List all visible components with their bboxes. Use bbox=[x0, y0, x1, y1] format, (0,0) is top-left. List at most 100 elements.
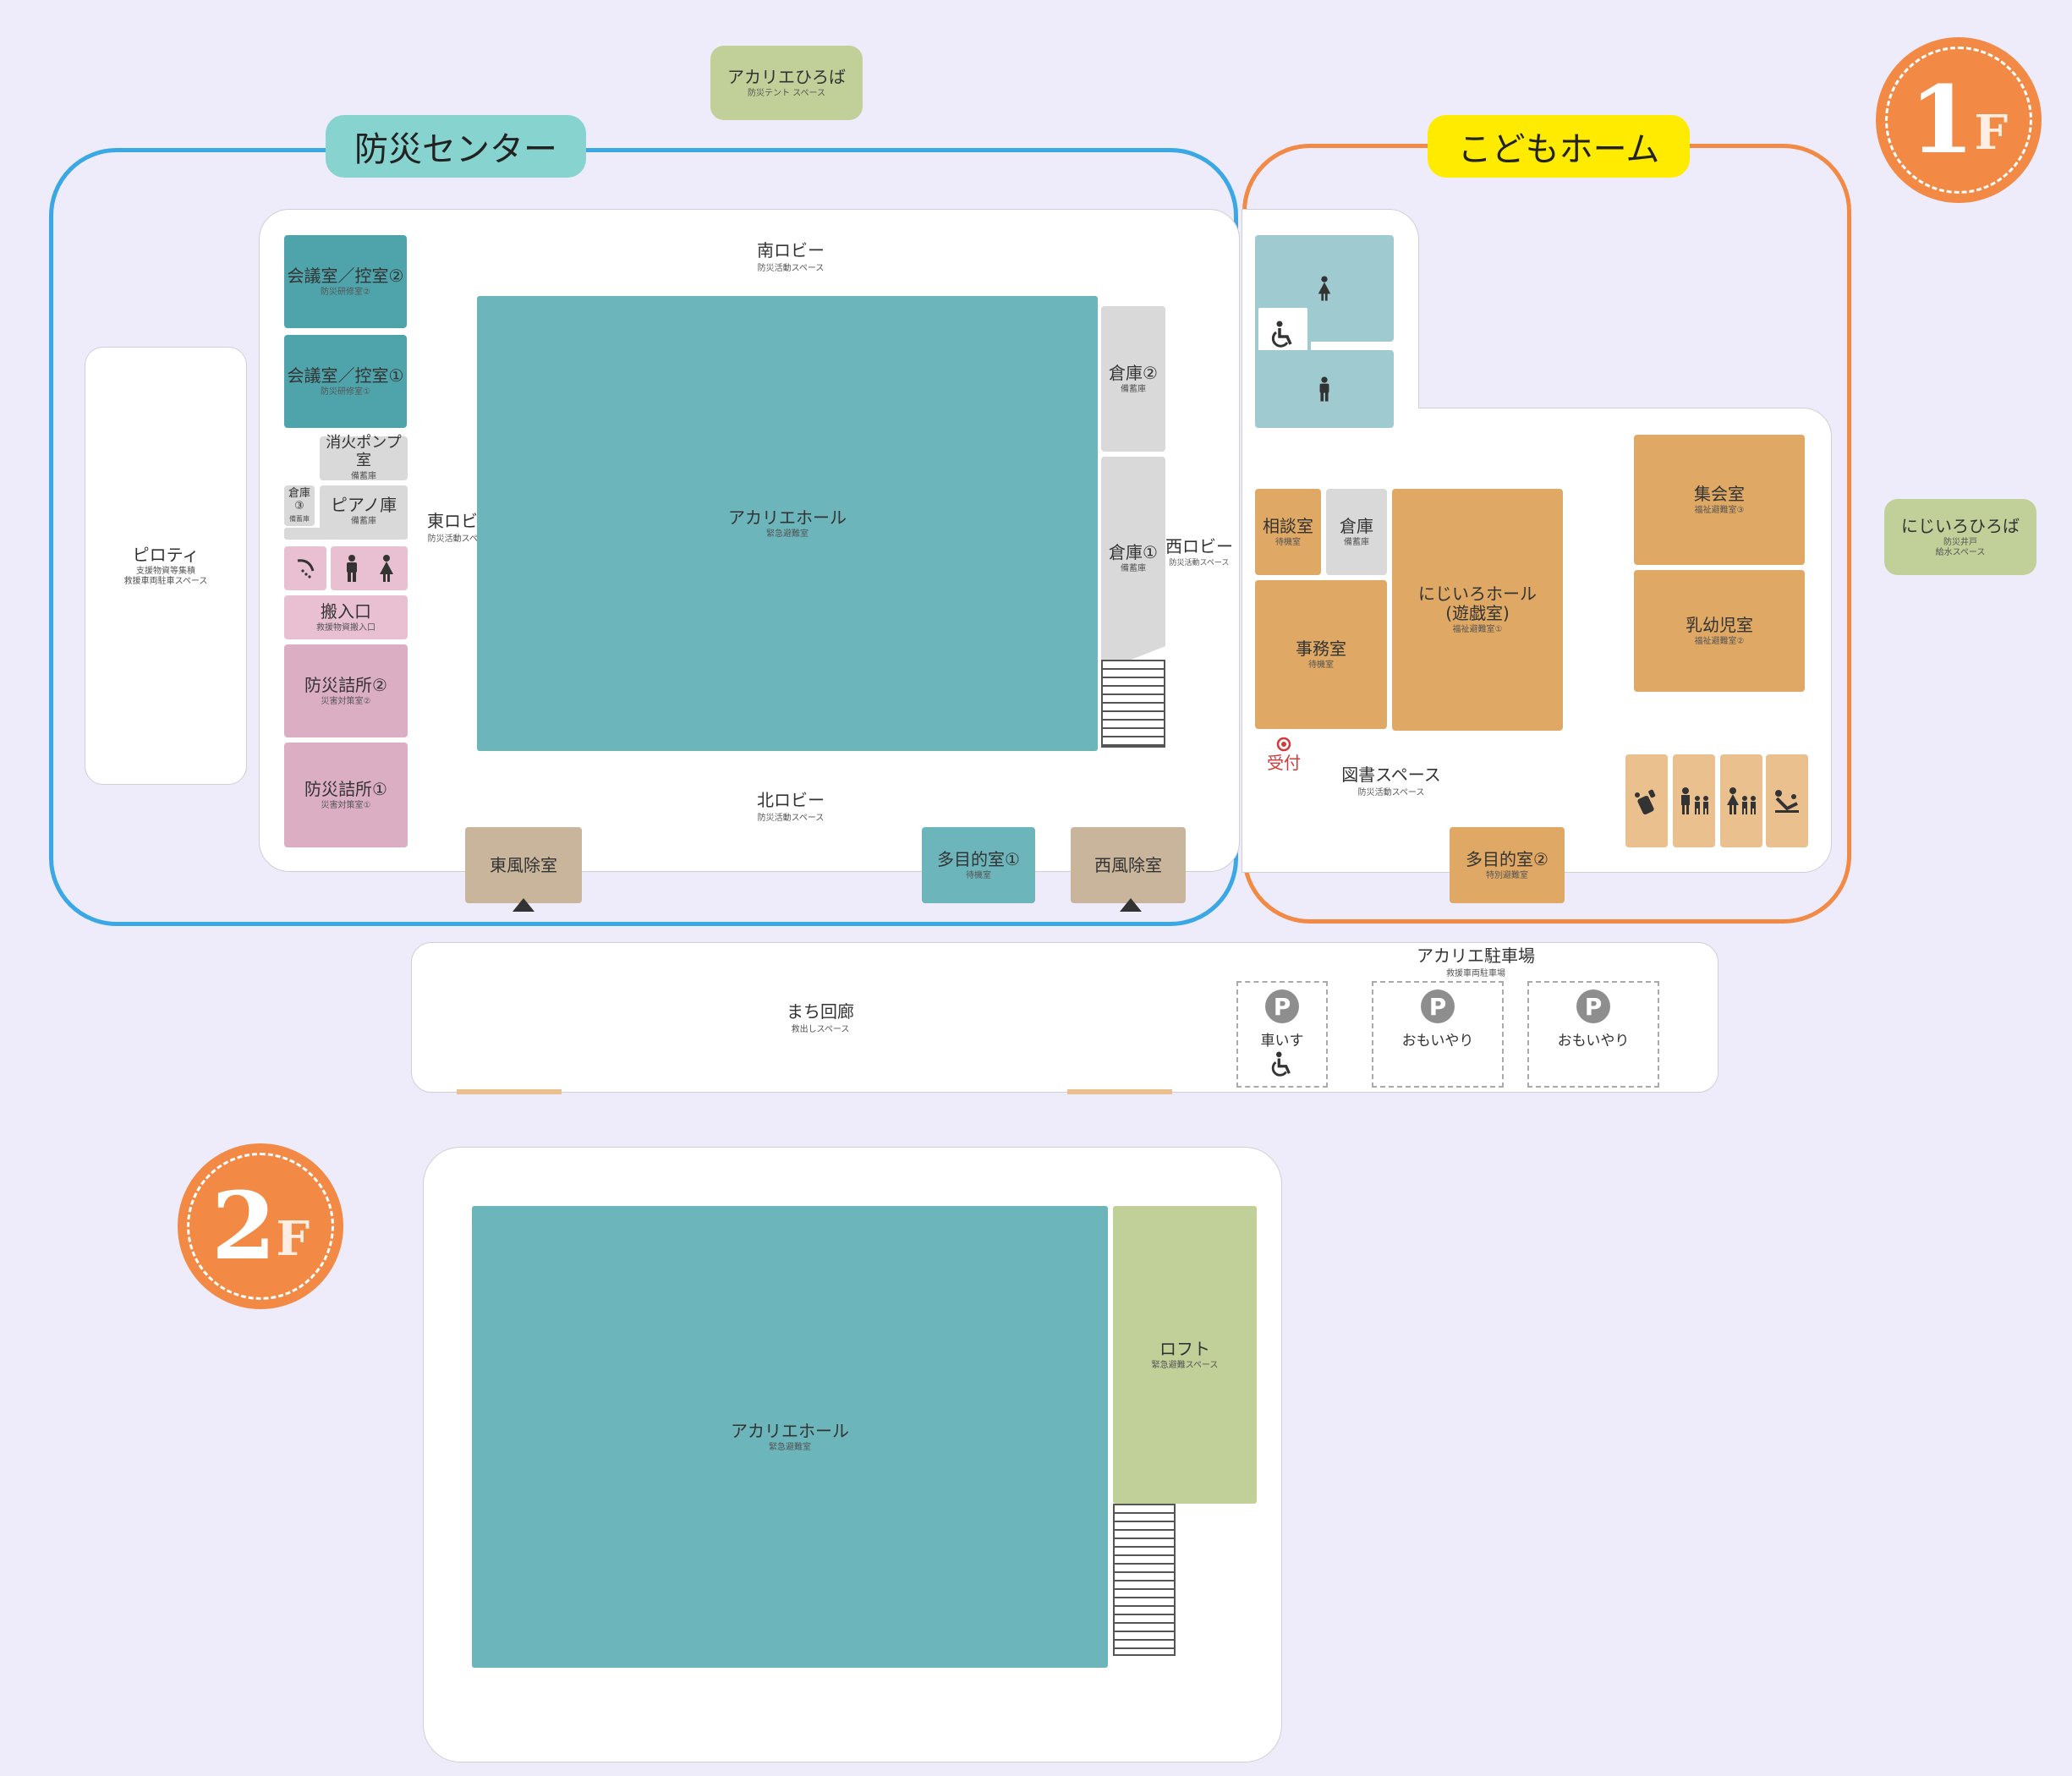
nijiiro-plaza-name: にじいろひろば bbox=[1901, 515, 2020, 536]
man-icon bbox=[347, 555, 357, 582]
baby-care-room[interactable] bbox=[1625, 754, 1668, 847]
pump-room[interactable]: 消火ポンプ室 備蓄庫 bbox=[320, 434, 408, 481]
stairs-2f bbox=[1113, 1504, 1176, 1656]
family-icon bbox=[1681, 787, 1708, 814]
stairs-1f bbox=[1101, 660, 1165, 748]
west-windbreak-room[interactable]: 西風除室 bbox=[1071, 827, 1186, 903]
family-restroom-a[interactable] bbox=[1673, 754, 1715, 847]
piano-storage-sub: 備蓄庫 bbox=[351, 516, 376, 526]
parking-sub: 救援車両駐車場 bbox=[1446, 969, 1505, 978]
wheelchair-icon bbox=[1271, 321, 1292, 348]
reception[interactable]: 受付 bbox=[1258, 736, 1309, 773]
east-windbreak-room[interactable]: 東風除室 bbox=[465, 827, 582, 903]
assembly-room[interactable]: 集会室 福祉避難室③ bbox=[1634, 435, 1805, 565]
storage-3-sub: 備蓄庫 bbox=[289, 515, 310, 523]
akarie-plaza[interactable]: アカリエひろば 防災テント スペース bbox=[710, 46, 863, 120]
nijiiro-plaza[interactable]: にじいろひろば 防災井戸 給水スペース bbox=[1884, 499, 2036, 575]
east-entrance-arrow-icon bbox=[513, 898, 534, 912]
multipurpose-room-2-name: 多目的室② bbox=[1466, 848, 1549, 869]
north-lobby[interactable]: 北ロビー 防災活動スペース bbox=[727, 790, 854, 823]
west-lobby-name: 西ロビー bbox=[1165, 536, 1233, 556]
reception-name: 受付 bbox=[1267, 753, 1301, 773]
infant-room-sub: 福祉避難室② bbox=[1694, 636, 1745, 646]
loft-sub: 緊急避難スペース bbox=[1151, 1360, 1219, 1370]
south-lobby-sub: 防災活動スペース bbox=[757, 264, 825, 273]
infant-room-name: 乳幼児室 bbox=[1686, 614, 1753, 635]
parking-name: アカリエ駐車場 bbox=[1417, 946, 1535, 966]
parking-spot-wheelchair[interactable]: P 車いす bbox=[1236, 981, 1328, 1088]
family-restroom-b[interactable] bbox=[1720, 754, 1762, 847]
disaster-office-2-sub: 災害対策室② bbox=[321, 696, 371, 706]
loading-entrance-name: 搬入口 bbox=[321, 600, 371, 622]
kids-storage-sub: 備蓄庫 bbox=[1344, 537, 1369, 547]
diaper-room[interactable] bbox=[1766, 754, 1808, 847]
multipurpose-room-1[interactable]: 多目的室① 待機室 bbox=[922, 827, 1035, 903]
north-lobby-name: 北ロビー bbox=[757, 790, 825, 810]
loft-name: ロフト bbox=[1159, 1338, 1210, 1359]
meeting-room-1-sub: 防災研修室① bbox=[321, 386, 370, 397]
floor-1-number: 1 bbox=[1909, 65, 1975, 174]
storage-3[interactable]: 倉庫③ 備蓄庫 bbox=[284, 485, 315, 526]
shower-room[interactable] bbox=[284, 546, 326, 590]
parking-label[interactable]: アカリエ駐車場 救援車両駐車場 bbox=[1404, 946, 1548, 978]
piloti-name: ピロティ bbox=[132, 544, 200, 565]
akarie-hall-2f-name: アカリエホール bbox=[731, 1420, 849, 1441]
consultation-room-name: 相談室 bbox=[1263, 515, 1313, 536]
west-lobby[interactable]: 西ロビー 防災活動スペース bbox=[1165, 536, 1233, 567]
disaster-office-2[interactable]: 防災詰所② 災害対策室② bbox=[284, 644, 408, 737]
akarie-hall-2f[interactable]: アカリエホール 緊急避難室 bbox=[472, 1206, 1108, 1668]
storage-3-name: 倉庫③ bbox=[288, 487, 310, 513]
nijiiro-plaza-sub1: 防災井戸 bbox=[1943, 537, 1977, 547]
nijiiro-hall-name2: (遊戯室) bbox=[1445, 603, 1510, 623]
restroom-male-kids[interactable] bbox=[1255, 350, 1394, 428]
meeting-room-2[interactable]: 会議室／控室② 防災研修室② bbox=[284, 235, 407, 328]
library-space[interactable]: 図書スペース 防災活動スペース bbox=[1336, 765, 1446, 798]
restroom-female[interactable] bbox=[365, 546, 408, 590]
piloti[interactable]: ピロティ 支援物資等集積 救援車両駐車スペース bbox=[85, 347, 247, 785]
akarie-hall-1f[interactable]: アカリエホール 緊急避難室 bbox=[477, 296, 1098, 751]
town-corridor-label[interactable]: まち回廊 救出しスペース bbox=[761, 1001, 880, 1034]
meeting-room-2-sub: 防災研修室② bbox=[321, 287, 370, 297]
parking-icon: P bbox=[1421, 989, 1455, 1023]
akarie-plaza-name: アカリエひろば bbox=[727, 66, 846, 87]
wheelchair-icon bbox=[1271, 1051, 1291, 1077]
office-room[interactable]: 事務室 待機室 bbox=[1255, 580, 1387, 729]
assembly-room-name: 集会室 bbox=[1694, 483, 1745, 504]
nijiiro-plaza-sub2: 給水スペース bbox=[1935, 547, 1986, 557]
akarie-hall-1f-name: アカリエホール bbox=[728, 507, 847, 528]
storage-2[interactable]: 倉庫② 備蓄庫 bbox=[1101, 306, 1165, 452]
pump-room-sub: 備蓄庫 bbox=[351, 471, 376, 481]
meeting-room-2-name: 会議室／控室② bbox=[287, 265, 404, 286]
nijiiro-hall[interactable]: にじいろホール (遊戯室) 福祉避難室① bbox=[1392, 489, 1563, 731]
piloti-sub1: 支援物資等集積 bbox=[136, 566, 195, 576]
consultation-room-sub: 待機室 bbox=[1275, 537, 1301, 547]
loading-entrance[interactable]: 搬入口 救援物資搬入口 bbox=[284, 595, 408, 639]
north-lobby-sub: 防災活動スペース bbox=[757, 814, 825, 823]
west-windbreak-name: 西風除室 bbox=[1094, 854, 1162, 875]
parking-spot-consideration-1[interactable]: P おもいやり bbox=[1372, 981, 1504, 1088]
south-lobby[interactable]: 南ロビー 防災活動スペース bbox=[727, 240, 854, 273]
storage-1[interactable]: 倉庫① 備蓄庫 bbox=[1101, 457, 1165, 660]
loft[interactable]: ロフト 緊急避難スペース bbox=[1113, 1206, 1257, 1504]
parking-spot-consideration-2[interactable]: P おもいやり bbox=[1527, 981, 1659, 1088]
meeting-room-1[interactable]: 会議室／控室① 防災研修室① bbox=[284, 335, 407, 428]
piloti-sub2: 救援車両駐車スペース bbox=[123, 576, 208, 586]
baby-bottle-icon bbox=[1635, 789, 1656, 815]
consultation-room[interactable]: 相談室 待機室 bbox=[1255, 489, 1321, 575]
disaster-office-1-sub: 災害対策室① bbox=[321, 800, 371, 810]
parking-icon: P bbox=[1265, 989, 1299, 1023]
storage-1-sub: 備蓄庫 bbox=[1121, 563, 1146, 573]
multipurpose-room-2[interactable]: 多目的室② 特別避難室 bbox=[1450, 827, 1565, 903]
infant-room[interactable]: 乳幼児室 福祉避難室② bbox=[1634, 570, 1805, 692]
parking-spot-label: おもいやり bbox=[1557, 1033, 1630, 1050]
storage-2-sub: 備蓄庫 bbox=[1121, 384, 1146, 394]
shower-icon bbox=[297, 559, 315, 578]
kids-storage[interactable]: 倉庫 備蓄庫 bbox=[1326, 489, 1387, 575]
disaster-office-1[interactable]: 防災詰所① 災害対策室① bbox=[284, 743, 408, 847]
kids-home-title: こどもホーム bbox=[1428, 115, 1690, 178]
library-space-name: 図書スペース bbox=[1341, 765, 1441, 785]
floor-2-number: 2 bbox=[211, 1171, 277, 1280]
meeting-room-1-name: 会議室／控室① bbox=[287, 365, 404, 386]
